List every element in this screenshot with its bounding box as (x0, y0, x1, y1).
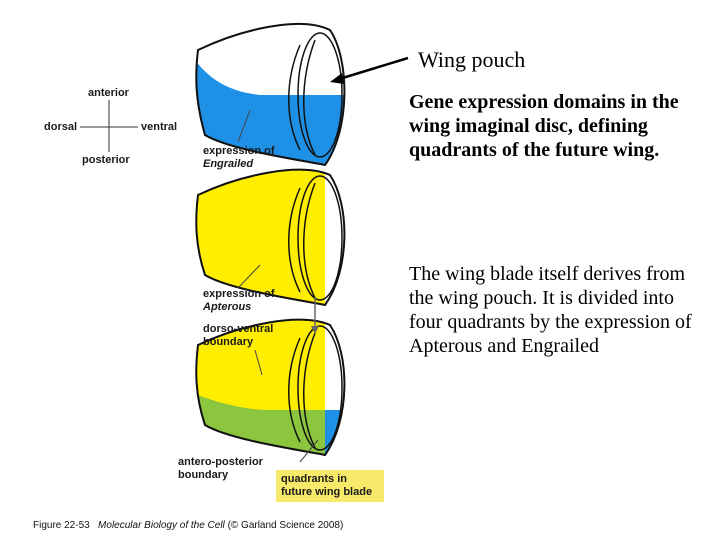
label-dv-line2: boundary (203, 336, 254, 348)
label-quad-line2: future wing blade (281, 486, 373, 498)
label-ap-boundary: antero-posterior boundary (178, 456, 263, 482)
label-ap-line2: boundary (178, 469, 229, 481)
down-arrow (311, 297, 319, 334)
description-heading: Gene expression domains in the wing imag… (409, 91, 679, 161)
quadrants-label-box (276, 470, 384, 502)
label-engrailed: expression of Engrailed (203, 145, 275, 171)
description-body: The wing blade itself derives from the w… (409, 263, 692, 357)
label-engrailed-line2: Engrailed (203, 158, 254, 170)
caption-figure-number: Figure 22-53 (33, 520, 90, 531)
label-ap-line1: antero-posterior (178, 456, 263, 468)
figure-caption: Figure 22-53 Molecular Biology of the Ce… (33, 520, 343, 531)
label-ventral: ventral (141, 121, 178, 133)
label-posterior: posterior (82, 154, 130, 166)
disc-apterous (195, 168, 346, 307)
caption-book-title: Molecular Biology of the Cell (98, 520, 225, 531)
wing-pouch-arrow (330, 56, 409, 84)
label-apterous: expression of Apterous (203, 288, 275, 314)
label-dorsal: dorsal (44, 121, 78, 133)
label-pointers (237, 109, 319, 463)
label-engrailed-line1: expression of (203, 145, 275, 157)
label-quad-line1: quadrants in (281, 473, 348, 485)
label-apterous-line1: expression of (203, 288, 275, 300)
caption-credit: (© Garland Science 2008) (227, 520, 344, 531)
axis-compass (80, 100, 138, 152)
label-apterous-line2: Apterous (203, 301, 252, 313)
label-dv-line1: dorso-ventral (203, 323, 274, 335)
wing-pouch-label: Wing pouch (418, 47, 526, 72)
label-anterior: anterior (88, 87, 129, 99)
label-dv-boundary: dorso-ventral boundary (203, 323, 273, 349)
label-quadrants: quadrants in future wing blade (281, 473, 372, 499)
